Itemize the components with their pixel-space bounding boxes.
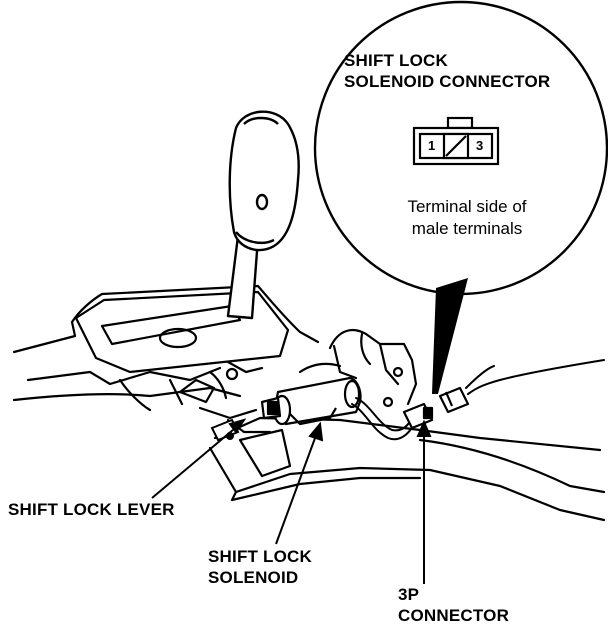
pin-1-label: 1 — [428, 138, 436, 153]
leader-arrows — [151, 418, 432, 584]
shift-lock-lever-text: SHIFT LOCK LEVER — [8, 500, 175, 519]
shift-lock-solenoid-line2: SOLENOID — [208, 568, 299, 587]
wire-harness — [351, 359, 605, 441]
pin-3-label: 3 — [476, 138, 484, 153]
shift-lock-solenoid-line1: SHIFT LOCK — [208, 547, 312, 566]
shift-lock-solenoid-body — [260, 376, 362, 426]
connector-face — [412, 116, 500, 166]
callout-note-line1: Terminal side of — [407, 197, 527, 216]
callout-title: SHIFT LOCK SOLENOID CONNECTOR — [344, 50, 550, 92]
shift-lock-solenoid-label: SHIFT LOCK SOLENOID — [208, 546, 312, 588]
shift-lock-lever-label: SHIFT LOCK LEVER — [8, 499, 175, 520]
3p-connector-label: 3P CONNECTOR — [398, 584, 509, 626]
callout-title-line2: SOLENOID CONNECTOR — [344, 72, 551, 91]
3p-connector-line1: 3P — [398, 585, 420, 604]
callout-pointer — [432, 278, 468, 394]
shift-lever-knob — [226, 110, 300, 320]
callout-note: Terminal side of male terminals — [382, 196, 552, 240]
callout-title-line1: SHIFT LOCK — [344, 51, 448, 70]
callout-note-line2: male terminals — [411, 219, 523, 238]
3p-connector-line2: CONNECTOR — [398, 606, 510, 625]
center-console — [12, 284, 606, 522]
